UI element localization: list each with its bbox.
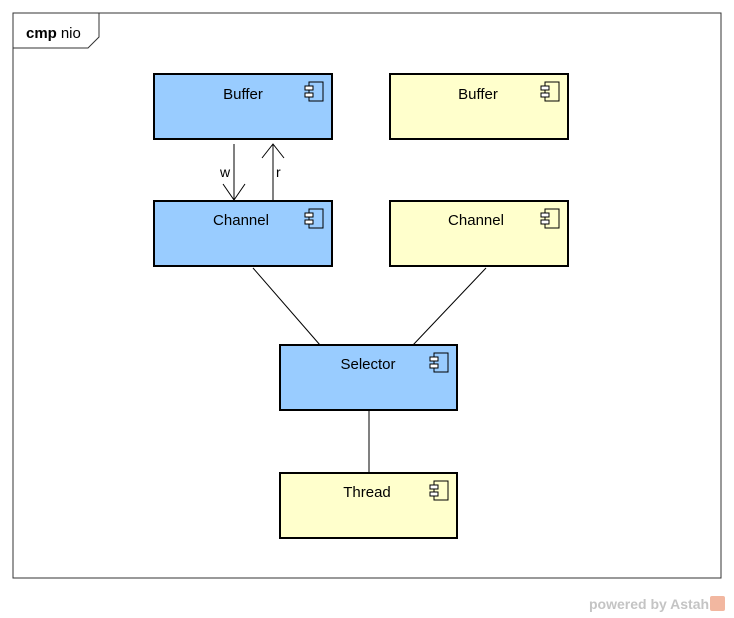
component-icon bbox=[429, 352, 449, 373]
connector-channel-left-selector[interactable] bbox=[252, 267, 321, 346]
connector-label-r: r bbox=[276, 164, 281, 180]
connectors: w r bbox=[219, 143, 487, 472]
component-selector[interactable]: Selector bbox=[279, 344, 458, 411]
component-label: Selector bbox=[340, 356, 395, 373]
component-channel-left[interactable]: Channel bbox=[153, 200, 333, 267]
component-buffer-left[interactable]: Buffer bbox=[153, 73, 333, 140]
component-icon bbox=[429, 480, 449, 501]
component-label: Channel bbox=[448, 212, 504, 229]
component-label: Thread bbox=[343, 484, 391, 501]
component-thread[interactable]: Thread bbox=[279, 472, 458, 539]
watermark-text: powered by Astah bbox=[589, 596, 710, 612]
connector-label-w: w bbox=[219, 164, 231, 180]
component-label: Buffer bbox=[458, 86, 498, 103]
component-icon bbox=[304, 208, 324, 229]
component-icon bbox=[540, 81, 560, 102]
component-channel-right[interactable]: Channel bbox=[389, 200, 569, 267]
arrowhead-r bbox=[261, 143, 285, 159]
component-buffer-right[interactable]: Buffer bbox=[389, 73, 569, 140]
component-label: Buffer bbox=[223, 86, 263, 103]
diagram-frame bbox=[12, 12, 722, 579]
connector-channel-right-selector[interactable] bbox=[412, 267, 487, 346]
frame-tab bbox=[13, 13, 100, 49]
component-label: Channel bbox=[213, 212, 269, 229]
frame-name: nio bbox=[61, 25, 81, 42]
components: Buffer Buffer Channel Channel Selector T… bbox=[153, 73, 569, 539]
astah-logo-icon bbox=[710, 596, 726, 611]
component-icon bbox=[304, 81, 324, 102]
astah-watermark: powered by Astah bbox=[589, 596, 726, 612]
component-icon bbox=[540, 208, 560, 229]
frame-kind: cmp bbox=[26, 25, 57, 42]
